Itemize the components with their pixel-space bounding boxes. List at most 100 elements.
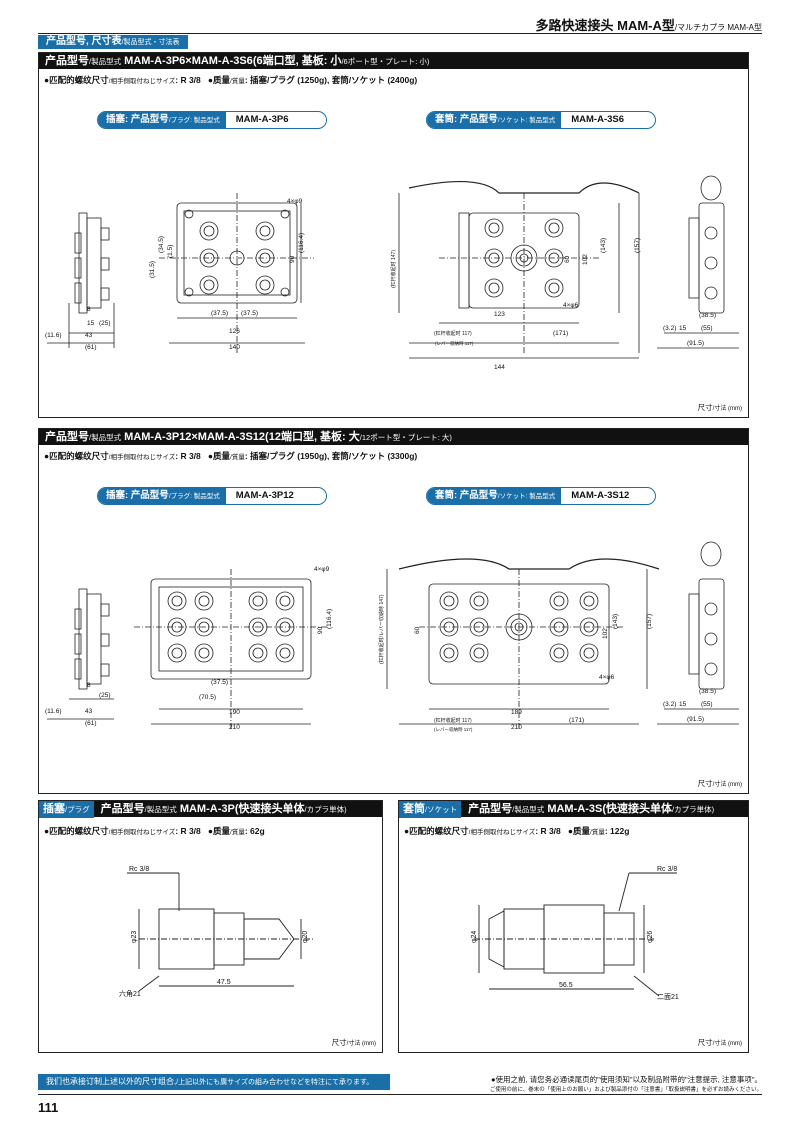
svg-text:102: 102 bbox=[602, 628, 609, 639]
plug-front-view bbox=[134, 569, 329, 729]
svg-text:六角21: 六角21 bbox=[119, 989, 141, 998]
svg-text:90: 90 bbox=[289, 255, 296, 263]
svg-text:(11.6): (11.6) bbox=[45, 332, 62, 339]
port-hole bbox=[469, 643, 489, 663]
svg-text:(杠杆收起时 117): (杠杆收起时 117) bbox=[434, 717, 472, 724]
svg-text:φ23: φ23 bbox=[131, 931, 138, 943]
svg-text:4×φ9: 4×φ9 bbox=[314, 566, 330, 573]
svg-text:43: 43 bbox=[85, 708, 93, 715]
svg-text:(116.4): (116.4) bbox=[298, 233, 305, 253]
svg-text:90: 90 bbox=[317, 626, 324, 634]
port-hole bbox=[583, 647, 595, 659]
svg-text:(杠杆收起时 117): (杠杆收起时 117) bbox=[434, 330, 472, 337]
svg-text:Rc 3/8: Rc 3/8 bbox=[657, 866, 677, 873]
svg-text:47.5: 47.5 bbox=[217, 979, 231, 986]
socket-drawing: Rc 3/8 φ24 φ26 二面21 56.5 bbox=[471, 866, 679, 1001]
svg-text:(55): (55) bbox=[701, 701, 713, 708]
svg-text:(157): (157) bbox=[646, 614, 653, 629]
svg-text:(3.2): (3.2) bbox=[663, 325, 676, 332]
svg-text:210: 210 bbox=[511, 724, 522, 731]
port-hole bbox=[171, 647, 183, 659]
custom-order-note: 我们也承接订制上述以外的尺寸组合,/上記以外にも廣サイズの組み合わせなどを特注に… bbox=[38, 1074, 390, 1090]
port-hole bbox=[579, 591, 599, 611]
svg-text:60: 60 bbox=[414, 626, 421, 634]
svg-text:(91.5): (91.5) bbox=[687, 716, 704, 723]
svg-text:(レバー収納時 117): (レバー収納時 117) bbox=[434, 726, 473, 733]
port-hole bbox=[549, 643, 569, 663]
svg-text:(38.5): (38.5) bbox=[699, 688, 716, 695]
port-hole bbox=[167, 591, 187, 611]
svg-text:4×φ6: 4×φ6 bbox=[563, 302, 579, 309]
svg-text:126: 126 bbox=[229, 328, 240, 335]
plug-side-view bbox=[47, 588, 114, 720]
svg-text:(143): (143) bbox=[612, 614, 619, 629]
panel-heading: 产品型号/製品型式 MAM-A-3P12×MAM-A-3S12(12端口型, 基… bbox=[39, 429, 748, 445]
panel-heading: 插塞/プラグ 产品型号/製品型式 MAM-A-3P(快速接头单体/カプラ単体) bbox=[39, 801, 382, 818]
plug-tag: 插塞/プラグ bbox=[39, 801, 94, 818]
svg-text:φ24: φ24 bbox=[471, 931, 478, 943]
svg-text:(171): (171) bbox=[569, 717, 584, 724]
svg-text:(143): (143) bbox=[600, 238, 607, 253]
svg-text:144: 144 bbox=[494, 364, 505, 371]
panel-socket-single: 套筒/ソケット 产品型号/製品型式 MAM-A-3S(快速接头单体/カプラ単体)… bbox=[398, 800, 749, 1053]
svg-text:15: 15 bbox=[679, 325, 687, 332]
footer-rule bbox=[38, 1094, 762, 1095]
svg-text:(3.2): (3.2) bbox=[663, 701, 676, 708]
svg-text:15: 15 bbox=[679, 701, 687, 708]
technical-drawing-6port: 4×φ9 (116.4) 90 (34.5) (1.5) (31.5) (37.… bbox=[45, 175, 739, 371]
port-hole bbox=[279, 647, 291, 659]
svg-text:(55): (55) bbox=[701, 325, 713, 332]
svg-text:(11.6): (11.6) bbox=[45, 708, 62, 715]
svg-text:(31.5): (31.5) bbox=[149, 261, 156, 278]
port-hole bbox=[439, 643, 459, 663]
svg-text:(70.5): (70.5) bbox=[199, 694, 216, 701]
svg-text:(116.4): (116.4) bbox=[326, 609, 333, 629]
svg-text:(157): (157) bbox=[634, 238, 641, 253]
svg-text:φ26: φ26 bbox=[647, 931, 654, 943]
plug-side-view bbox=[47, 212, 115, 348]
port-hole bbox=[248, 643, 268, 663]
port-hole bbox=[443, 647, 455, 659]
spec-line: ●匹配的螺纹尺寸/相手側取付ねじサイズ: R 3/8 ●质量/質量: 122g bbox=[404, 826, 630, 836]
svg-text:(37.5): (37.5) bbox=[211, 679, 228, 686]
header-rule bbox=[38, 33, 762, 34]
port-hole bbox=[549, 591, 569, 611]
panel-heading: 产品型号/製品型式 MAM-A-3P6×MAM-A-3S6(6端口型, 基板: … bbox=[39, 53, 748, 69]
svg-text:210: 210 bbox=[229, 724, 240, 731]
port-hole bbox=[248, 591, 268, 611]
port-hole bbox=[553, 595, 565, 607]
port-hole bbox=[583, 595, 595, 607]
svg-text:Rc 3/8: Rc 3/8 bbox=[129, 866, 149, 873]
svg-text:56.5: 56.5 bbox=[559, 982, 573, 989]
port-hole bbox=[252, 595, 264, 607]
plug-front-view bbox=[159, 193, 314, 353]
unit-label: 尺寸/寸法 (mm) bbox=[697, 1038, 742, 1047]
svg-text:(杠杆收起时/レバー収納時 147): (杠杆收起时/レバー収納時 147) bbox=[378, 594, 385, 664]
port-hole bbox=[473, 595, 485, 607]
svg-text:(レバー収納時 117): (レバー収納時 117) bbox=[435, 340, 474, 347]
socket-side-view bbox=[657, 175, 739, 349]
section-tab: 产品型号, 尺寸表/製品型式・寸法表 bbox=[38, 35, 188, 49]
spec-line: ●匹配的螺纹尺寸/相手側取付ねじサイズ: R 3/8 ●质量/質量: 插塞/プラ… bbox=[44, 75, 418, 85]
port-hole bbox=[439, 591, 459, 611]
unit-label: 尺寸/寸法 (mm) bbox=[697, 779, 742, 788]
page-header-title: 多路快速接头 MAM-A型/マルチカプラ MAM-A型 bbox=[535, 18, 763, 33]
unit-label: 尺寸/寸法 (mm) bbox=[697, 403, 742, 412]
svg-text:(25): (25) bbox=[99, 692, 111, 699]
svg-text:(37.5): (37.5) bbox=[241, 310, 258, 317]
port-hole bbox=[443, 595, 455, 607]
port-hole bbox=[473, 647, 485, 659]
plug-drawing: Rc 3/8 φ23 φ20 六角21 47.5 bbox=[119, 866, 314, 998]
svg-text:190: 190 bbox=[229, 709, 240, 716]
svg-text:二面21: 二面21 bbox=[657, 993, 679, 1001]
socket-tag: 套筒/ソケット bbox=[399, 801, 462, 818]
panel-3p12-3s12: 产品型号/製品型式 MAM-A-3P12×MAM-A-3S12(12端口型, 基… bbox=[38, 428, 749, 794]
page-number: 111 bbox=[38, 1100, 59, 1115]
port-hole bbox=[553, 647, 565, 659]
port-hole bbox=[194, 643, 214, 663]
port-hole bbox=[167, 643, 187, 663]
svg-text:(34.5): (34.5) bbox=[158, 236, 165, 253]
svg-text:140: 140 bbox=[229, 344, 240, 351]
